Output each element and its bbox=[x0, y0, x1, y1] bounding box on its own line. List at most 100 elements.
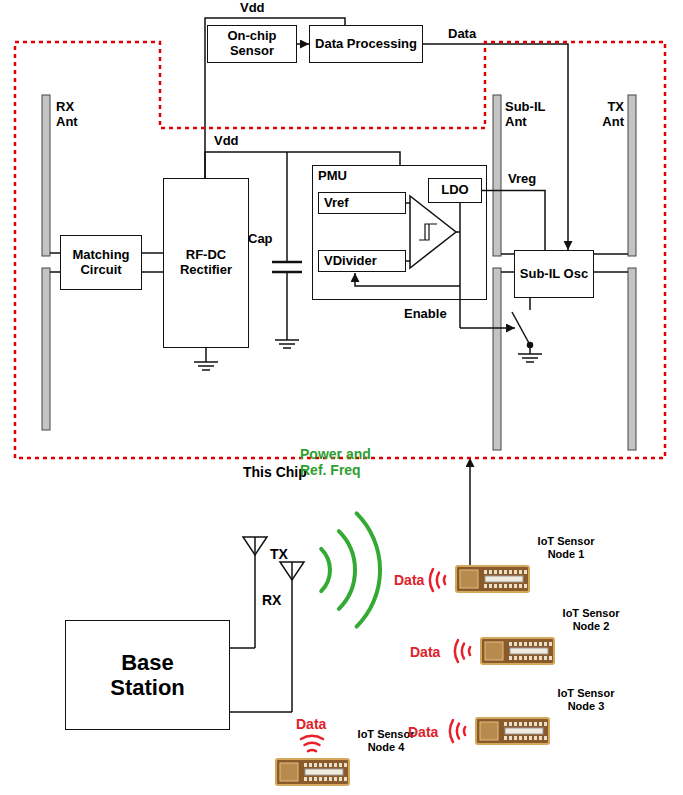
wave-arc bbox=[462, 644, 464, 659]
board-pin bbox=[304, 763, 307, 767]
text-holder: PMU bbox=[318, 169, 347, 184]
board-pin bbox=[319, 777, 322, 781]
wave-arc bbox=[469, 647, 470, 655]
board-pin bbox=[524, 584, 527, 588]
antenna-arm bbox=[493, 95, 501, 256]
board-pin bbox=[494, 570, 497, 574]
board-pin bbox=[549, 656, 552, 660]
text-holder: Cap bbox=[248, 232, 273, 247]
signal-name: Data bbox=[448, 27, 476, 42]
antenna-arm bbox=[628, 268, 636, 450]
node-label: This Chip bbox=[243, 464, 307, 480]
board-chip bbox=[480, 722, 498, 740]
part-label: Data bbox=[296, 716, 326, 732]
text-holder: Data bbox=[296, 716, 326, 732]
enable-wire bbox=[460, 327, 515, 329]
board-pin bbox=[499, 570, 502, 574]
board-pin bbox=[509, 642, 512, 646]
board-pin bbox=[524, 722, 527, 726]
ground-symbol bbox=[194, 362, 218, 370]
board-pin bbox=[499, 584, 502, 588]
text-holder: Vreg bbox=[508, 172, 536, 187]
part-label: RX bbox=[262, 592, 281, 608]
board-body bbox=[276, 759, 349, 785]
wave-arc bbox=[430, 569, 433, 591]
text-holder: IoT Sensor Node 1 bbox=[535, 535, 597, 560]
signal-wire bbox=[459, 203, 461, 328]
sensor-node: IoT Sensor Node 3 bbox=[475, 717, 550, 745]
antenna-wire bbox=[291, 562, 293, 712]
signal-name: Vreg bbox=[508, 172, 536, 187]
board-pin bbox=[534, 642, 537, 646]
node-label: LDO bbox=[441, 183, 468, 198]
board-pin bbox=[524, 736, 527, 740]
board-pin bbox=[504, 570, 507, 574]
board-picture bbox=[475, 717, 550, 745]
wave-arc bbox=[321, 549, 330, 591]
board-pin bbox=[324, 777, 327, 781]
board-body bbox=[476, 718, 549, 744]
board-pin bbox=[534, 736, 537, 740]
board-pin bbox=[539, 722, 542, 726]
board-pin bbox=[509, 570, 512, 574]
board-pin bbox=[309, 763, 312, 767]
board-pin bbox=[489, 584, 492, 588]
part-label: Data bbox=[394, 572, 424, 588]
text-holder: IoT Sensor Node 2 bbox=[560, 607, 622, 632]
sensor-node: IoT Sensor Node 2 bbox=[480, 637, 555, 665]
part-label: RX Ant bbox=[56, 100, 88, 130]
capacitor-wire bbox=[286, 152, 288, 262]
text-holder: TX bbox=[270, 546, 288, 562]
text-holder: Vdd bbox=[240, 1, 265, 16]
board-pin bbox=[519, 736, 522, 740]
board-pin bbox=[329, 763, 332, 767]
signal-name: Vdd bbox=[214, 134, 239, 149]
antenna-arm bbox=[42, 268, 50, 430]
part-label: TX bbox=[270, 546, 288, 562]
board-pin bbox=[524, 570, 527, 574]
part-label: Power and Ref. Freq bbox=[300, 446, 382, 478]
board-pin bbox=[339, 763, 342, 767]
node-label: Vref bbox=[324, 196, 349, 211]
board-pin bbox=[319, 763, 322, 767]
antenna-wire bbox=[254, 537, 256, 648]
text-holder: RX bbox=[262, 592, 281, 608]
switch-wire bbox=[529, 298, 531, 310]
switch-blade bbox=[512, 312, 530, 345]
board-pin bbox=[534, 656, 537, 660]
antenna-arm bbox=[628, 95, 636, 256]
board-pin bbox=[544, 722, 547, 726]
part-label: Data bbox=[408, 724, 438, 740]
board-pin bbox=[514, 656, 517, 660]
board-pin bbox=[514, 570, 517, 574]
board-pin bbox=[484, 584, 487, 588]
board-pin bbox=[524, 656, 527, 660]
part-label: TX Ant bbox=[590, 100, 624, 130]
node-label: IoT Sensor Node 3 bbox=[555, 687, 617, 712]
text-holder: Data bbox=[408, 724, 438, 740]
board-body bbox=[456, 566, 529, 592]
antenna-wire bbox=[230, 647, 255, 649]
wave-arc bbox=[455, 640, 458, 662]
board-header bbox=[305, 769, 343, 775]
node-label: Base Station bbox=[98, 650, 198, 701]
board-picture bbox=[275, 758, 350, 786]
board-pin bbox=[324, 763, 327, 767]
node-label: IoT Sensor Node 1 bbox=[535, 535, 597, 560]
part-label: Data bbox=[410, 644, 440, 660]
board-chip bbox=[460, 570, 478, 588]
board-pin bbox=[544, 642, 547, 646]
board-pin bbox=[309, 777, 312, 781]
board-pin bbox=[529, 642, 532, 646]
board-pin bbox=[519, 584, 522, 588]
board-pin bbox=[344, 763, 347, 767]
board-pin bbox=[544, 656, 547, 660]
board-pin bbox=[334, 763, 337, 767]
vdivider-block: VDivider bbox=[318, 250, 406, 273]
board-pin bbox=[304, 777, 307, 781]
text-holder: Vdd bbox=[214, 134, 239, 149]
connector bbox=[482, 191, 545, 251]
connector bbox=[142, 252, 163, 254]
